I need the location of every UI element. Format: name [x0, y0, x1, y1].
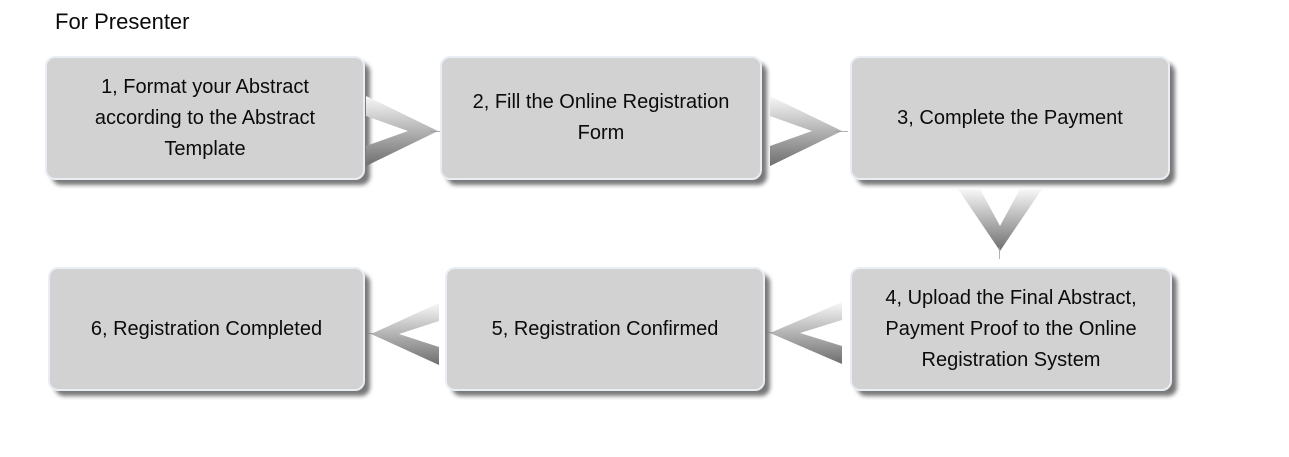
step-4-label: 4, Upload the Final Abstract, Payment Pr…: [885, 286, 1137, 371]
arrow-2-3-tail: [836, 131, 848, 132]
step-5-box: 5, Registration Confirmed: [445, 267, 765, 391]
step-1-label: 1, Format your Abstract according to the…: [94, 75, 316, 160]
chevron-right-arrow-1-2-icon: [366, 96, 438, 166]
step-2-label: 2, Fill the Online Registration Form: [472, 91, 730, 144]
step-3-label: 3, Complete the Payment: [897, 106, 1123, 129]
step-2-box: 2, Fill the Online Registration Form: [440, 56, 762, 180]
chevron-down-arrow-3-4-icon: [958, 189, 1042, 251]
arrow-3-4-tail: [999, 247, 1000, 259]
chevron-left-arrow-5-6-icon: [371, 303, 439, 365]
step-6-box: 6, Registration Completed: [48, 267, 365, 391]
step-3-box: 3, Complete the Payment: [850, 56, 1170, 180]
arrow-1-2-tail: [430, 131, 444, 132]
step-4-box: 4, Upload the Final Abstract, Payment Pr…: [850, 267, 1172, 391]
step-5-label: 5, Registration Confirmed: [491, 317, 719, 340]
arrow-5-6-tail: [363, 333, 373, 334]
page-title: For Presenter: [55, 9, 190, 34]
arrow-4-5-tail: [762, 332, 772, 333]
chevron-left-arrow-4-5-icon: [770, 302, 842, 364]
step-1-box: 1, Format your Abstract according to the…: [45, 56, 365, 180]
chevron-right-arrow-2-3-icon: [770, 96, 842, 166]
step-6-label: 6, Registration Completed: [90, 317, 323, 340]
